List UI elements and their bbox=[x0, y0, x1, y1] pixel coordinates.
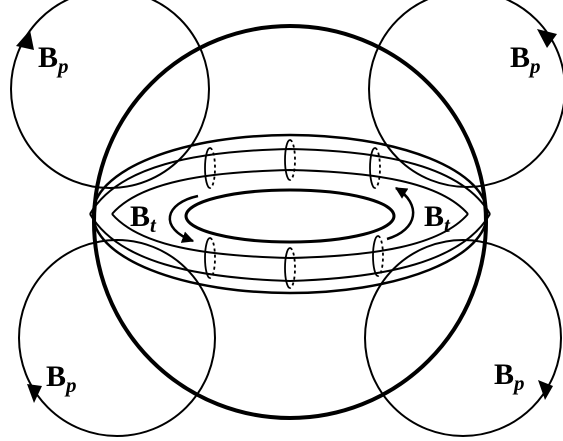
poloidal-arrow-bottom-right bbox=[538, 380, 553, 400]
poloidal-loop-bottom-right bbox=[364, 239, 562, 437]
torus-inner-hole bbox=[184, 188, 396, 244]
label-bt-right: Bt bbox=[424, 200, 451, 237]
poloidal-loop-top-left bbox=[10, 0, 210, 189]
toroidal-arrow-right bbox=[386, 186, 415, 241]
poloidal-arrow-top-right bbox=[537, 29, 557, 48]
label-bp-bottom-right: Bp bbox=[494, 358, 525, 395]
torus-outer-ellipse bbox=[91, 133, 489, 295]
label-bp-bottom-left: Bp bbox=[46, 360, 77, 397]
tube-cross-sections bbox=[204, 139, 384, 289]
toroidal-arrow-left bbox=[168, 194, 199, 243]
torus-tube bbox=[89, 147, 491, 283]
poloidal-arrow-top-left bbox=[16, 30, 34, 50]
label-bp-top-right: Bp bbox=[510, 41, 541, 78]
label-bt-left: Bt bbox=[130, 200, 157, 237]
poloidal-loop-bottom-left bbox=[18, 239, 216, 437]
poloidal-loop-top-right bbox=[368, 0, 563, 188]
label-bp-top-left: Bp bbox=[38, 41, 69, 78]
poloidal-arrow-bottom-left bbox=[27, 384, 42, 403]
